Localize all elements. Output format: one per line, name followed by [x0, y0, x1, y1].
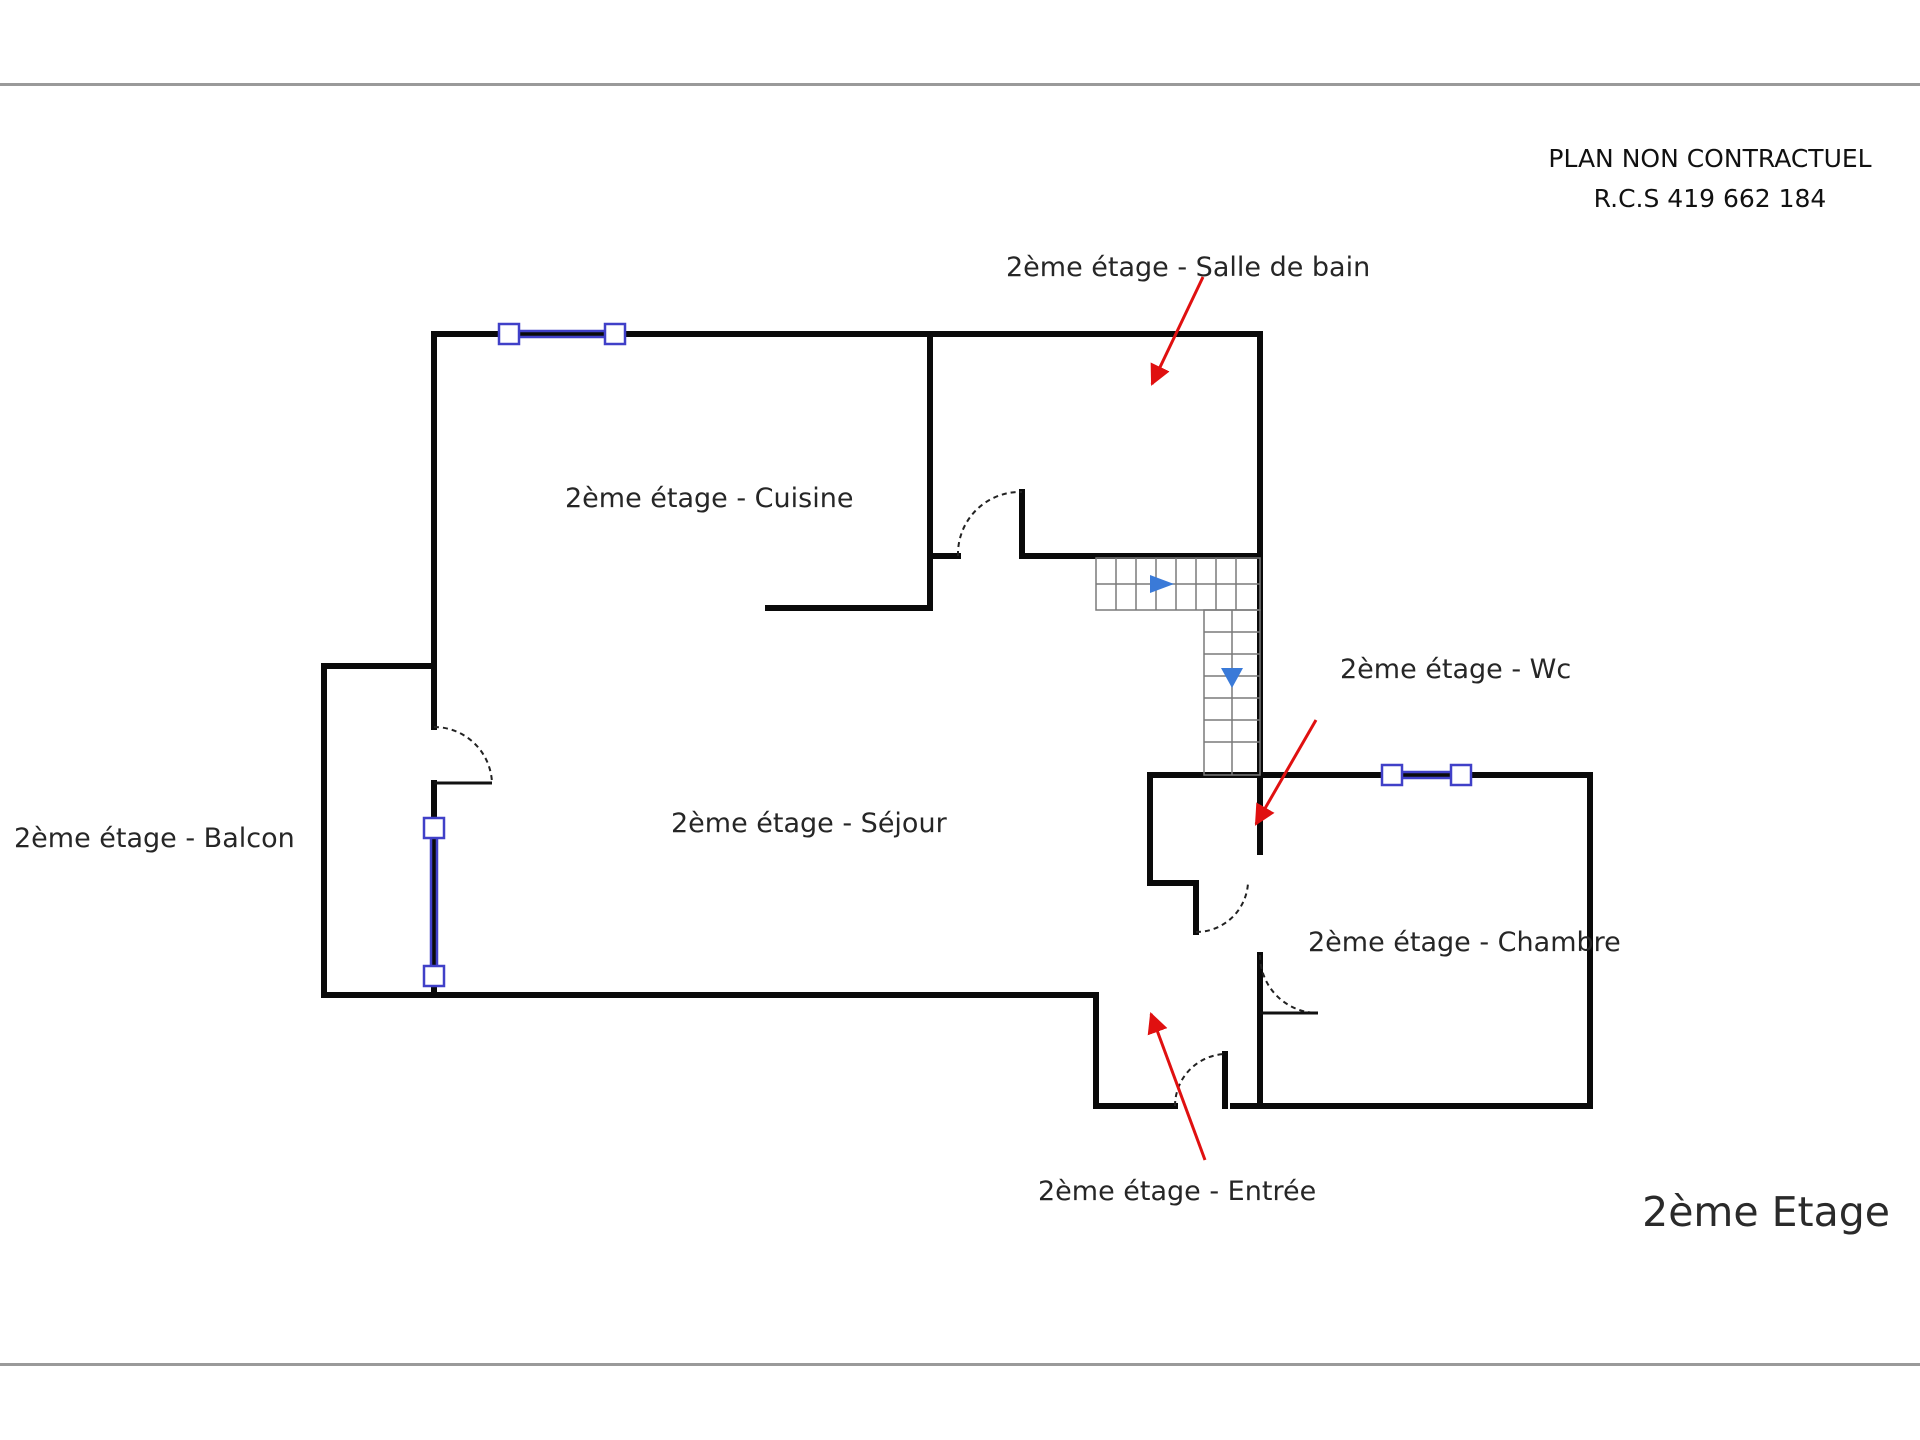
red-arrow-icon — [1254, 719, 1318, 826]
red-arrow-icon — [1147, 1012, 1207, 1161]
label-salle-de-bain: 2ème étage - Salle de bain — [1006, 252, 1370, 283]
plan-disclaimer: PLAN NON CONTRACTUEL — [1548, 144, 1872, 173]
label-balcon: 2ème étage - Balcon — [14, 823, 295, 854]
label-chambre: 2ème étage - Chambre — [1308, 927, 1621, 958]
floor-title: 2ème Etage — [1642, 1188, 1890, 1236]
door-swing — [1174, 1053, 1226, 1107]
blue-triangle-icon — [1221, 668, 1243, 688]
door-swing — [433, 726, 493, 784]
company-registration: R.C.S 419 662 184 — [1593, 184, 1827, 213]
door-swing — [1259, 954, 1319, 1014]
walls — [321, 331, 1593, 1109]
label-entree: 2ème étage - Entrée — [1038, 1176, 1316, 1207]
windows — [422, 322, 1473, 988]
top-divider — [0, 83, 1920, 86]
pointer-arrows — [1147, 276, 1318, 1161]
room-labels: 2ème étage - Salle de bain 2ème étage - … — [14, 252, 1621, 1207]
bottom-divider — [0, 1363, 1920, 1366]
blue-triangle-icon — [1150, 575, 1174, 593]
doors — [433, 490, 1319, 1107]
red-arrow-icon — [1150, 276, 1205, 386]
label-wc: 2ème étage - Wc — [1340, 654, 1571, 685]
door-swing — [1195, 882, 1249, 934]
staircase — [1095, 557, 1261, 776]
door-swing — [956, 490, 1023, 557]
label-cuisine: 2ème étage - Cuisine — [565, 483, 853, 514]
label-sejour: 2ème étage - Séjour — [671, 808, 948, 839]
